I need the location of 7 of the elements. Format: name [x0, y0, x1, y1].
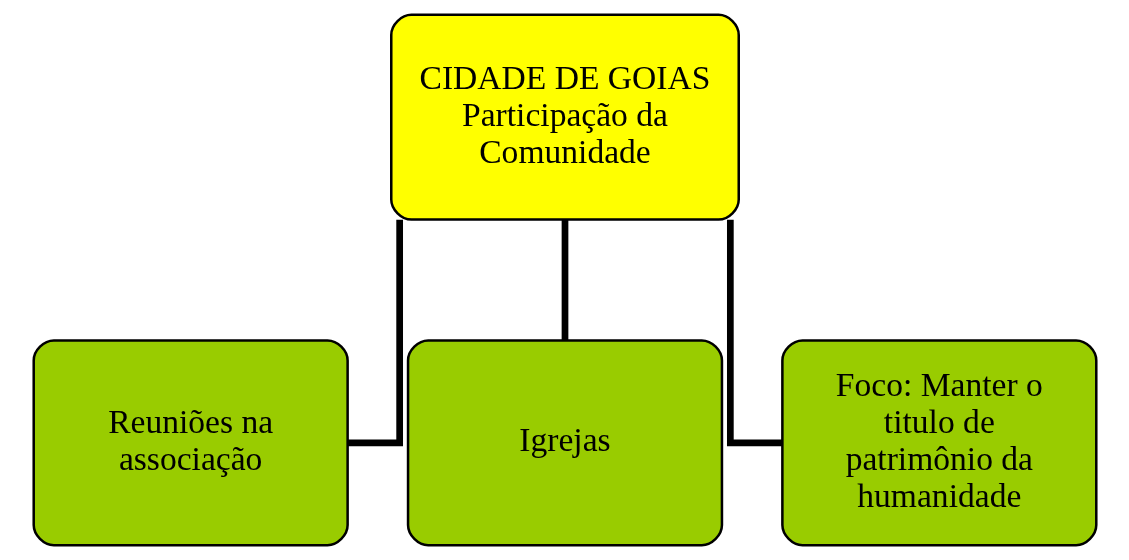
node-box: Igrejas: [406, 339, 723, 547]
node-box: CIDADE DE GOIAS Participação da Comunidade: [389, 13, 740, 221]
node-box: Reuniões na associação: [31, 339, 349, 547]
connector: [347, 219, 403, 447]
connector: [561, 219, 568, 341]
node-box: Foco: Manter o titulo de patrimônio da humanidade: [780, 339, 1098, 547]
connector: [726, 219, 782, 447]
